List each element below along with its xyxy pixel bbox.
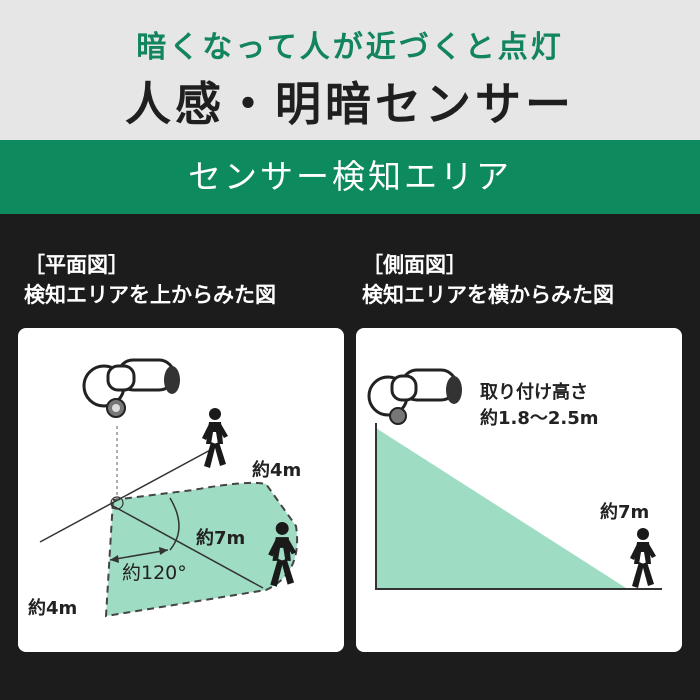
plan-angle-arc (169, 497, 180, 551)
side-view-panel: 取り付け高さ 約1.8〜2.5m 約7m (356, 328, 682, 652)
plan-arrow-head (110, 555, 119, 563)
plan-label-width-bottom: 約4m (28, 598, 78, 619)
plan-arrow-head (159, 547, 168, 555)
side-label-distance: 約7m (600, 502, 650, 523)
side-mount-value: 約1.8〜2.5m (480, 408, 599, 429)
plan-caption-line2: 検知エリアを上からみた図 (24, 283, 276, 307)
header-title: 人感・明暗センサー (125, 77, 575, 131)
plan-axis-line (112, 505, 264, 589)
side-detection-area (376, 428, 626, 588)
side-mount-label: 取り付け高さ (480, 382, 588, 403)
side-view-diagram (367, 368, 662, 590)
plan-origin-circle (110, 496, 124, 510)
section-title: センサー検知エリア (0, 140, 700, 214)
plan-view-panel: 約4m 約7m 約120° 約4m (18, 328, 344, 652)
header-subtitle: 暗くなって人が近づくと点灯 (136, 30, 564, 65)
sensor-light-icon (82, 358, 180, 418)
side-caption-line2: 検知エリアを横からみた図 (362, 283, 614, 307)
plan-dimension-arrow (109, 549, 169, 561)
side-caption: ［側面図］ 検知エリアを横からみた図 (362, 250, 614, 310)
plan-caption: ［平面図］ 検知エリアを上からみた図 (24, 250, 276, 310)
plan-label-depth: 約7m (196, 528, 246, 549)
plan-caption-line1: ［平面図］ (24, 253, 129, 277)
side-caption-line1: ［側面図］ (362, 253, 467, 277)
walking-person-icon (202, 408, 228, 468)
walking-person-icon (268, 522, 297, 587)
plan-label-width-top: 約4m (252, 460, 302, 481)
plan-label-angle: 約120° (122, 562, 187, 584)
plan-axis-line (39, 447, 215, 543)
walking-person-icon (630, 528, 656, 588)
plan-view-diagram (39, 358, 299, 618)
sensor-light-icon (367, 368, 462, 425)
header: 暗くなって人が近づくと点灯 人感・明暗センサー (0, 0, 700, 140)
